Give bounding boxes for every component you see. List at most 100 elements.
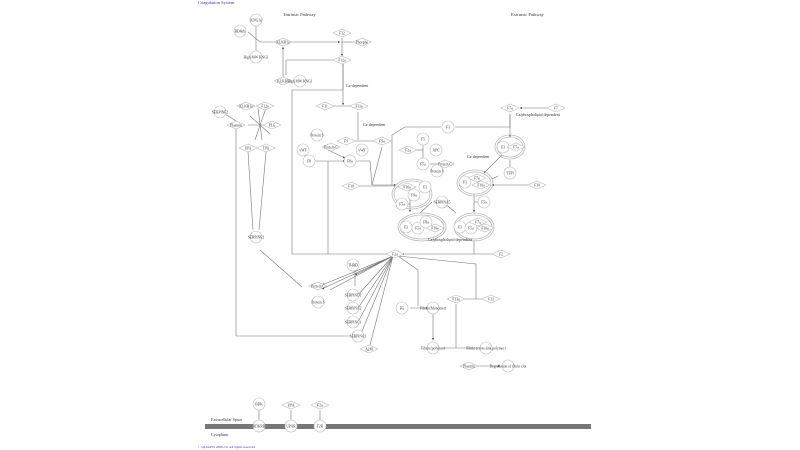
label-cytoplasm: Cytoplasm xyxy=(211,432,229,437)
node-plg[interactable]: PLG xyxy=(262,120,282,130)
node-f12[interactable]: F12 xyxy=(332,28,352,38)
node-f9a[interactable]: F9a xyxy=(372,136,392,146)
node-upa[interactable]: UPA xyxy=(238,143,258,153)
node-f5a-right[interactable]: F5a xyxy=(477,195,491,209)
node-f3-c4[interactable]: F3 xyxy=(453,220,467,234)
diamond-shape-icon xyxy=(256,143,276,153)
node-upa-bottom[interactable]: UPA xyxy=(281,400,301,410)
node-f2[interactable]: F2 xyxy=(491,249,511,259)
node-f3[interactable]: F3 xyxy=(441,120,455,134)
node-f7a-c2[interactable]: F7a xyxy=(467,173,487,183)
node-f10a-c4[interactable]: F10a xyxy=(475,223,495,233)
circle-shape-icon xyxy=(296,143,310,157)
node-f5[interactable]: F5 xyxy=(416,132,430,146)
node-plasmin[interactable]: Plasmin xyxy=(226,120,246,130)
circle-shape-icon xyxy=(501,359,515,373)
label-ca-phospholipid-2: Ca/phospholipid dependent xyxy=(428,237,473,242)
node-label: UPAR xyxy=(286,424,296,428)
node-label: F11 xyxy=(322,104,328,108)
node-bdkrb-membrane[interactable]: BDKRB xyxy=(252,419,266,433)
node-label: F8a xyxy=(347,159,353,163)
node-f10-right[interactable]: F10 xyxy=(527,180,547,190)
node-f3-c3[interactable]: F3 xyxy=(399,220,413,234)
node-serpind1[interactable]: SERPIND1 xyxy=(345,288,362,302)
node-f10a-c3[interactable]: F10a xyxy=(425,223,445,233)
node-f5a[interactable]: F5a xyxy=(416,157,430,171)
node-a2m[interactable]: A2M xyxy=(359,344,379,354)
node-fibrin-monomer[interactable]: Fibrin (Monomer) xyxy=(420,301,447,315)
node-f12a-left[interactable]: F12a xyxy=(255,101,275,111)
node-protein-c-3[interactable]: Protein C xyxy=(308,281,328,291)
node-tfpi[interactable]: TFPI xyxy=(503,166,517,180)
node-f5a-left[interactable]: F5a xyxy=(395,197,409,211)
node-klkb1a-left[interactable]: KLKB1a xyxy=(236,101,256,111)
node-hmw-kng1-1[interactable]: High MW KNG1 xyxy=(243,50,269,64)
node-serpine1[interactable]: SERPINE1 xyxy=(248,230,265,244)
node-serpina2[interactable]: SERPINA2 xyxy=(345,301,362,315)
node-f7a-c4[interactable]: F7a xyxy=(468,217,488,227)
node-vwf-1[interactable]: vWF xyxy=(296,143,310,157)
node-label: KLKB1 xyxy=(277,79,289,83)
node-f13a[interactable]: F13a xyxy=(446,294,466,304)
node-thbd[interactable]: THBD xyxy=(346,258,360,272)
node-f11[interactable]: F11 xyxy=(315,101,335,111)
node-f7[interactable]: F7 xyxy=(546,103,566,113)
node-fibrin-polymer[interactable]: Fibrin (polymer) xyxy=(421,341,446,355)
node-f2a-bottom[interactable]: F2a xyxy=(310,400,330,410)
diamond-shape-icon xyxy=(273,37,293,47)
node-f8a[interactable]: F8a xyxy=(343,154,357,168)
node-tpa[interactable]: TPA xyxy=(256,143,276,153)
node-f9a-c1[interactable]: F9a xyxy=(407,188,421,202)
node-serpina5[interactable]: SERPINA5 xyxy=(434,195,451,209)
node-serpina1[interactable]: SERPINA1 xyxy=(350,329,367,343)
node-f2a[interactable]: F2a xyxy=(385,249,405,259)
diagram-title-link[interactable]: Coagulation System xyxy=(198,0,235,5)
node-f2r[interactable]: F2R xyxy=(313,419,327,433)
node-serpinc1[interactable]: SERPINC1 xyxy=(345,315,362,329)
node-protein-s-2[interactable]: Protein S xyxy=(430,164,444,178)
node-f10a-c1[interactable]: F10a xyxy=(397,182,417,192)
node-uplasr[interactable]: UPAR xyxy=(284,419,298,433)
node-f2a-small[interactable]: F2a xyxy=(398,145,418,155)
circle-shape-icon xyxy=(395,197,409,211)
diamond-shape-icon xyxy=(315,101,335,111)
node-kng1a[interactable]: KNG1a xyxy=(249,13,263,27)
node-fibrin-crosslink[interactable]: Fibrin (cross-link polymer) xyxy=(466,341,506,355)
node-apc[interactable]: APC xyxy=(429,143,443,157)
node-protein-c-1[interactable]: Protein C xyxy=(321,142,341,152)
node-f8[interactable]: F8 xyxy=(302,154,316,168)
node-vwf-2[interactable]: vWF xyxy=(355,143,369,157)
node-f10a-c2[interactable]: F10a xyxy=(471,180,491,190)
diamond-shape-icon xyxy=(459,361,479,371)
node-klkb1[interactable]: KLKB1 xyxy=(273,76,293,86)
node-f9[interactable]: F9 xyxy=(336,136,356,146)
node-plasmin-bottom[interactable]: Plasmin xyxy=(459,361,479,371)
node-f11a[interactable]: F11a xyxy=(349,101,369,111)
node-degradation[interactable]: Degradation of fibrin clot xyxy=(490,359,527,373)
circle-shape-icon xyxy=(407,188,421,202)
node-klkb1a-top[interactable]: KLKB1a xyxy=(273,37,293,47)
node-bdkrb-top[interactable]: BDKrb xyxy=(233,24,247,38)
node-f3-c2[interactable]: F3 xyxy=(458,175,472,189)
node-f3-c1[interactable]: F3 xyxy=(418,180,432,194)
node-label: TFPI xyxy=(506,171,514,175)
node-label: F2 xyxy=(499,252,503,256)
node-protein-s-3[interactable]: Protein S xyxy=(311,295,325,309)
circle-shape-icon xyxy=(310,128,324,142)
node-f7a-complex[interactable]: F7a xyxy=(506,142,526,152)
node-protein-s-1[interactable]: Protein S xyxy=(310,128,324,142)
circle-shape-icon xyxy=(429,143,443,157)
node-f7a-top[interactable]: F7a xyxy=(500,103,520,113)
node-f10[interactable]: F10 xyxy=(341,181,361,191)
node-f8a-c3[interactable]: F8a xyxy=(419,215,433,229)
node-f12a[interactable]: F12a xyxy=(332,55,352,65)
node-hmw-kng1-2[interactable]: High MW KNG1 xyxy=(287,74,313,88)
node-label: Protein S xyxy=(310,133,323,137)
node-bdk[interactable]: BDK xyxy=(252,397,266,411)
circle-shape-icon xyxy=(418,180,432,194)
node-serpinf2[interactable]: SERPINF2 xyxy=(212,105,228,119)
node-label: Protein S xyxy=(311,300,324,304)
node-f13[interactable]: F13 xyxy=(481,294,501,304)
node-phospho-top[interactable]: Phospho xyxy=(352,37,372,47)
node-fg[interactable]: FG xyxy=(395,301,409,315)
